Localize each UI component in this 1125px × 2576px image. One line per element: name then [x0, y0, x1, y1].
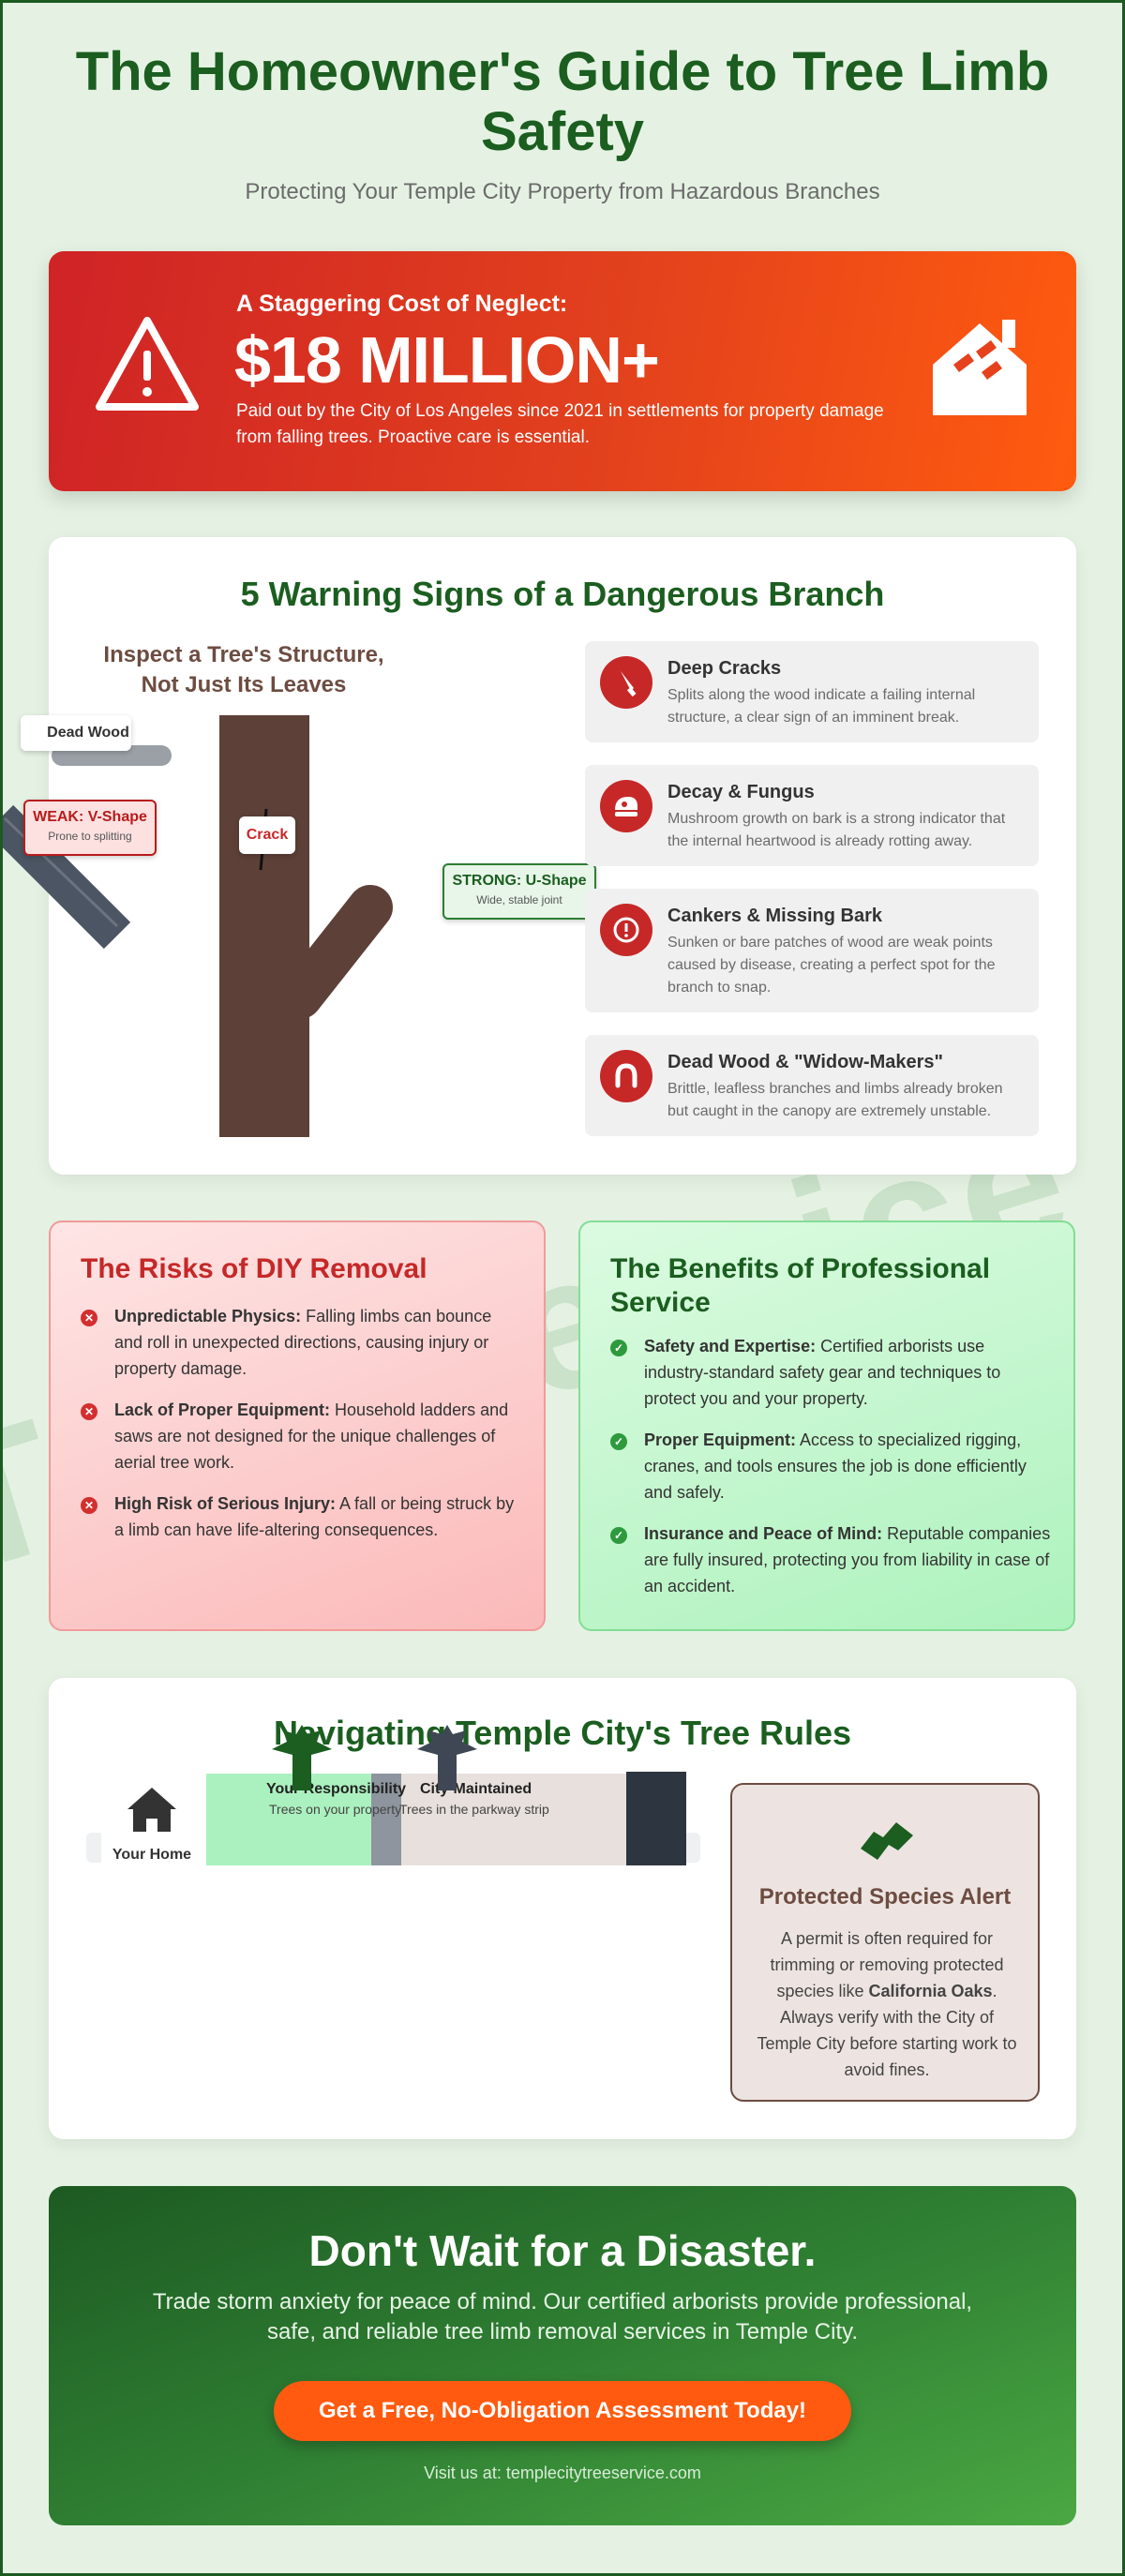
risk-text: Household ladders and saws are not desig… — [114, 1400, 509, 1472]
knife-icon — [600, 656, 652, 709]
house-icon — [128, 1788, 176, 1832]
strong-u-shape-label: STRONG: U-Shape Wide, stable joint — [442, 863, 596, 920]
weak-v-shape-label: WEAK: V-Shape Prone to splitting — [23, 800, 157, 856]
v-shape-branch — [0, 804, 131, 950]
warning-icon — [96, 317, 199, 411]
list-item: ✕ Unpredictable Physics: Falling limbs ca… — [81, 1303, 521, 1382]
your-zone-title: Your Responsibility — [266, 1781, 406, 1797]
sign-description: Mushroom growth on bark is a strong indi… — [668, 811, 1006, 849]
risk-text: Falling limbs can bounce and roll in une… — [114, 1307, 492, 1378]
risk-label: High Risk of Serious Injury: — [114, 1494, 337, 1513]
sign-item-cankers: Cankers & Missing Bark Sunken or bare pa… — [585, 889, 1039, 1012]
sign-description: Splits along the wood indicate a failing… — [668, 687, 976, 726]
sign-description: Brittle, leafless branches and limbs alr… — [668, 1081, 1003, 1119]
sign-description: Sunken or bare patches of wood are weak … — [668, 935, 996, 996]
x-circle-icon: ✕ — [81, 1310, 98, 1326]
exclamation-circle-icon — [600, 904, 652, 956]
strong-label-sub: Wide, stable joint — [476, 893, 562, 906]
diagram-title: Inspect a Tree's Structure, Not Just Its… — [103, 642, 384, 697]
sidewalk — [371, 1774, 401, 1865]
protected-species-alert: Protected Species Alert A permit is ofte… — [730, 1783, 1040, 2102]
private-tree-icon — [272, 1725, 332, 1790]
weak-label-sub: Prone to splitting — [48, 830, 132, 843]
warning-signs-section: 5 Warning Signs of a Dangerous Branch In… — [0, 537, 1076, 1175]
city-tree-icon — [417, 1725, 477, 1790]
strong-label-title: STRONG: U-Shape — [452, 873, 587, 889]
mushroom-icon — [600, 780, 652, 832]
sign-item-dead-wood: Dead Wood & "Widow-Makers" Brittle, leaf… — [585, 1035, 1039, 1136]
benefit-text: Access to specialized rigging, cranes, a… — [644, 1430, 1027, 1502]
oak-leaf-icon — [861, 1822, 913, 1860]
page-header: The Homeowner's Guide to Tree Limb Safet… — [0, 42, 1125, 205]
benefits-title: The Benefits of Professional Service — [610, 1253, 991, 1318]
your-zone-sub: Trees on your property — [269, 1802, 401, 1817]
sign-item-deep-cracks: Deep Cracks Splits along the wood indica… — [585, 641, 1039, 742]
protected-text-tail: . Always verify with the City of Temple … — [757, 1982, 1017, 2079]
pro-benefits-box: The Benefits of Professional Service ✓ Sa… — [578, 1221, 1075, 1631]
benefit-label: Proper Equipment: — [644, 1430, 797, 1449]
tree-structure-diagram — [0, 715, 393, 1137]
page-title: The Homeowner's Guide to Tree Limb Safet… — [75, 41, 1050, 162]
check-circle-icon: ✓ — [610, 1527, 627, 1544]
check-circle-icon: ✓ — [610, 1433, 627, 1450]
sign-title: Decay & Fungus — [668, 782, 815, 802]
cta-text: Trade storm anxiety for peace of mind. O… — [152, 2289, 973, 2344]
website-link[interactable]: Visit us at: templecitytreeservice.com — [424, 2464, 701, 2482]
alert-kicker: A Staggering Cost of Neglect: — [236, 291, 568, 317]
list-item: ✓ Proper Equipment: Access to specialized… — [610, 1427, 1051, 1505]
protected-text-lead: A permit is often required for trimming … — [770, 1929, 1004, 2000]
tree-rules-section: Navigating Temple City's Tree Rules Your… — [49, 1678, 1076, 2139]
sign-title: Dead Wood & "Widow-Makers" — [668, 1052, 943, 1072]
benefit-label: Insurance and Peace of Mind: — [644, 1524, 883, 1543]
u-shape-branch — [278, 885, 393, 1019]
benefit-text: Certified arborists use industry-standar… — [644, 1337, 1001, 1408]
risk-text: A fall or being struck by a limb can hav… — [114, 1494, 515, 1539]
sign-item-decay-fungus: Decay & Fungus Mushroom growth on bark i… — [585, 765, 1039, 866]
alert-description: Paid out by the City of Los Angeles sinc… — [236, 401, 884, 447]
cta-title: Don't Wait for a Disaster. — [308, 2226, 817, 2275]
diy-risks-box: The Risks of DIY Removal ✕ Unpredictable … — [49, 1221, 546, 1631]
city-zone-title: City-Maintained — [420, 1781, 532, 1797]
benefit-label: Safety and Expertise: — [644, 1337, 817, 1355]
risk-label: Unpredictable Physics: — [114, 1307, 302, 1325]
property-zone-diagram: Your Home Your Responsibility Trees on y… — [86, 1725, 700, 1865]
list-item: ✕ Lack of Proper Equipment: Household lad… — [81, 1397, 521, 1475]
benefit-text: Reputable companies are fully insured, p… — [644, 1524, 1051, 1595]
dead-wood-label: Dead Wood — [21, 715, 131, 751]
call-to-action: Don't Wait for a Disaster. Trade storm a… — [49, 2186, 1076, 2525]
benefits-list: ✓ Safety and Expertise: Certified arboris… — [610, 1333, 1051, 1614]
x-circle-icon: ✕ — [81, 1497, 98, 1514]
x-circle-icon: ✕ — [81, 1403, 98, 1420]
home-label: Your Home — [112, 1847, 191, 1863]
sign-title: Deep Cracks — [668, 658, 782, 679]
crack-label: Crack — [239, 816, 295, 854]
check-circle-icon: ✓ — [610, 1340, 627, 1356]
street — [626, 1772, 686, 1865]
free-assessment-button[interactable]: Get a Free, No-Obligation Assessment Tod… — [274, 2381, 851, 2441]
tree-trunk — [219, 715, 309, 1137]
risks-title: The Risks of DIY Removal — [81, 1253, 428, 1284]
protected-species-name: California Oaks — [868, 1982, 993, 2000]
warning-signs-title: 5 Warning Signs of a Dangerous Branch — [240, 575, 885, 613]
protected-title: Protected Species Alert — [758, 1884, 1012, 1910]
horseshoe-icon — [600, 1050, 652, 1102]
your-zone — [206, 1774, 371, 1865]
sign-title: Cankers & Missing Bark — [668, 906, 882, 926]
risk-label: Lack of Proper Equipment: — [114, 1400, 331, 1419]
list-item: ✓ Safety and Expertise: Certified arboris… — [610, 1333, 1051, 1412]
cost-alert-banner: A Staggering Cost of Neglect: $18 MILLIO… — [49, 251, 1076, 491]
protected-text: A permit is often required for trimming … — [755, 1925, 1019, 2083]
list-item: ✕ High Risk of Serious Injury: A fall or … — [81, 1490, 521, 1543]
page-subtitle: Protecting Your Temple City Property fro… — [245, 179, 880, 204]
list-item: ✓ Insurance and Peace of Mind: Reputable … — [610, 1520, 1051, 1599]
alert-amount: $18 MILLION+ — [234, 323, 660, 397]
risks-list: ✕ Unpredictable Physics: Falling limbs ca… — [81, 1303, 521, 1558]
rules-title: Navigating Temple City's Tree Rules — [273, 1714, 852, 1752]
city-zone-sub: Trees in the parkway strip — [399, 1802, 549, 1817]
broken-house-icon — [933, 320, 1027, 415]
weak-label-title: WEAK: V-Shape — [33, 809, 147, 825]
